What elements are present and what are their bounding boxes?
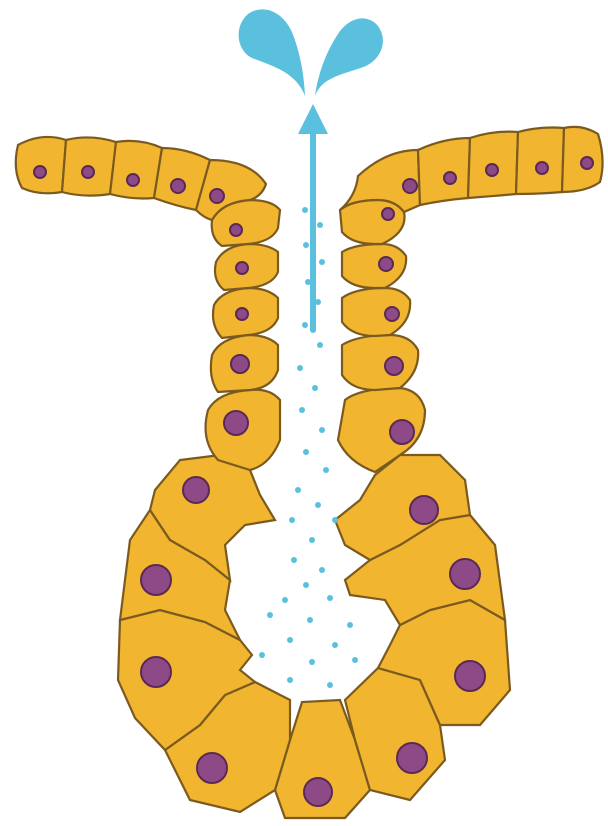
secretion-droplet xyxy=(327,682,333,688)
nucleus xyxy=(390,420,414,444)
nucleus xyxy=(410,496,438,524)
secretion-droplet xyxy=(309,537,315,543)
secretion-droplet xyxy=(297,365,303,371)
splash-drop-right xyxy=(315,18,383,96)
nucleus xyxy=(450,559,480,589)
nucleus xyxy=(536,162,548,174)
nucleus xyxy=(486,164,498,176)
secretion-droplet xyxy=(352,657,358,663)
secretion-droplet xyxy=(291,557,297,563)
nucleus xyxy=(224,411,248,435)
nucleus xyxy=(141,565,171,595)
acinus-cells xyxy=(118,455,510,818)
duct-cell xyxy=(342,288,410,336)
secretion-droplet xyxy=(319,427,325,433)
nucleus xyxy=(34,166,46,178)
nucleus xyxy=(183,477,209,503)
duct-cell xyxy=(342,244,406,288)
nucleus xyxy=(403,179,417,193)
secretion-droplet xyxy=(332,517,338,523)
nucleus xyxy=(444,172,456,184)
secretion-droplet xyxy=(303,449,309,455)
secretion-droplet xyxy=(282,597,288,603)
secretion-droplet xyxy=(317,342,323,348)
secretion-droplet xyxy=(327,595,333,601)
nucleus xyxy=(581,157,593,169)
duct-cell xyxy=(340,200,405,244)
secretion-droplet xyxy=(299,407,305,413)
secretion-droplet xyxy=(287,637,293,643)
secretion-droplet xyxy=(303,242,309,248)
nucleus xyxy=(236,262,248,274)
secretion-droplet xyxy=(319,567,325,573)
nucleus xyxy=(197,753,227,783)
nucleus xyxy=(231,355,249,373)
nucleus xyxy=(382,208,394,220)
nucleus xyxy=(385,307,399,321)
surface-cell xyxy=(516,128,564,195)
secretion-droplet xyxy=(302,322,308,328)
nucleus xyxy=(82,166,94,178)
secretion-droplet xyxy=(295,487,301,493)
secretion-droplet xyxy=(347,622,353,628)
secretion-droplet xyxy=(312,385,318,391)
nucleus xyxy=(236,308,248,320)
secretion-droplet xyxy=(289,517,295,523)
nucleus xyxy=(230,224,242,236)
upward-arrow-icon xyxy=(298,104,328,330)
secretion-droplet xyxy=(317,222,323,228)
secretion-droplet xyxy=(287,677,293,683)
secretion-droplet xyxy=(302,207,308,213)
nucleus xyxy=(127,174,139,186)
secretion-splash-icon xyxy=(239,9,383,96)
nucleus xyxy=(141,657,171,687)
secretion-droplet xyxy=(309,659,315,665)
nucleus xyxy=(304,778,332,806)
secretion-droplet xyxy=(323,467,329,473)
secretion-droplet xyxy=(259,652,265,658)
surface-cell xyxy=(418,138,470,205)
nucleus xyxy=(455,661,485,691)
nucleus xyxy=(379,257,393,271)
secretion-droplet xyxy=(307,617,313,623)
nucleus xyxy=(385,357,403,375)
nucleus xyxy=(397,743,427,773)
secretion-droplet xyxy=(319,259,325,265)
secretion-droplet xyxy=(267,612,273,618)
duct-cell xyxy=(342,335,418,390)
nucleus xyxy=(171,179,185,193)
secretion-droplet xyxy=(303,582,309,588)
secretion-droplet xyxy=(315,502,321,508)
surface-right-cells xyxy=(340,127,603,212)
splash-drop-left xyxy=(239,9,305,96)
secretion-droplet xyxy=(332,642,338,648)
nucleus xyxy=(210,189,224,203)
